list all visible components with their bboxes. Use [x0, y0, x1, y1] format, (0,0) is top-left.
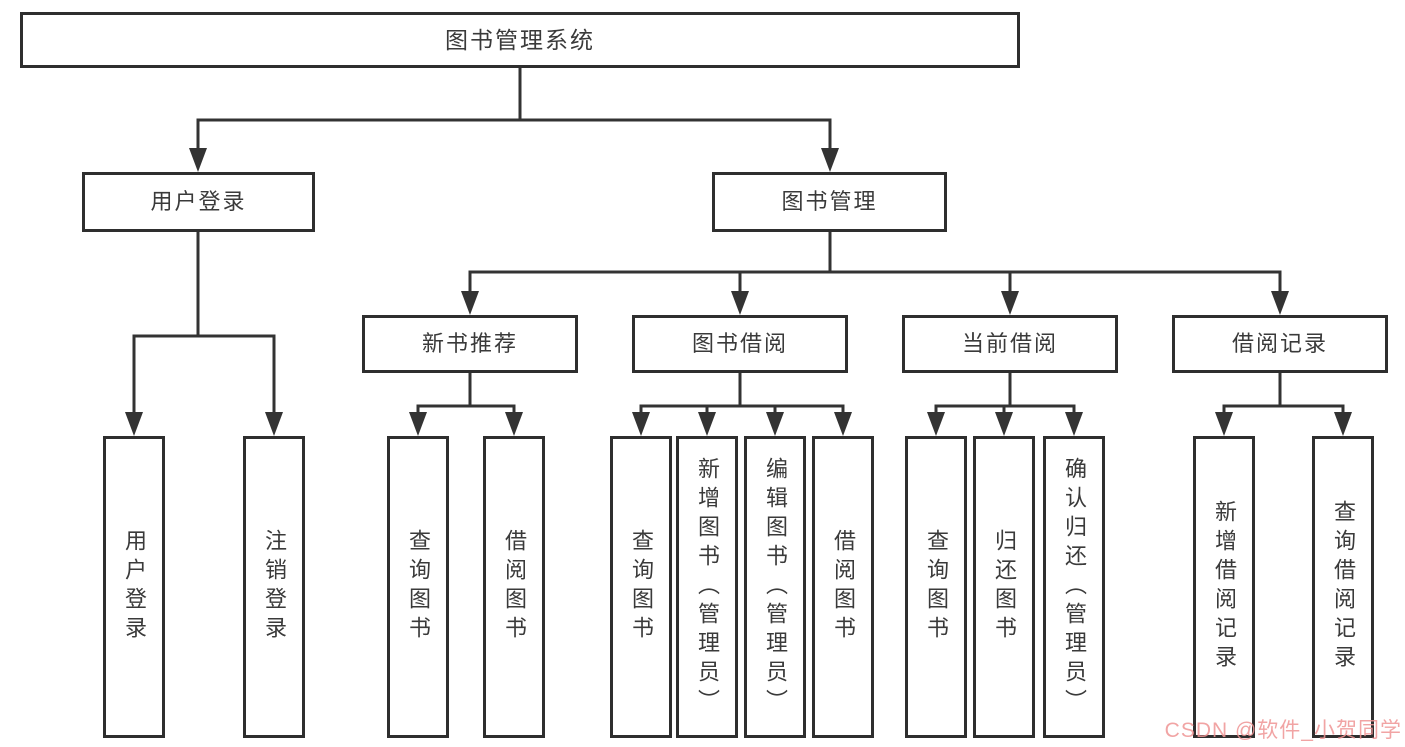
node-book-management: 图书管理: [712, 172, 947, 232]
connector-userlogin-to-leaves: [125, 230, 283, 436]
leaf-return-books: 归还图书: [973, 436, 1035, 738]
leaf-query-books-recommend: 查询图书: [387, 436, 449, 738]
leaf-logout: 注销登录: [243, 436, 305, 738]
leaf-query-borrow-record: 查询借阅记录: [1312, 436, 1374, 738]
leaf-add-borrow-record: 新增借阅记录: [1193, 436, 1255, 738]
connector-current-to-leaves: [927, 371, 1083, 436]
node-current-borrowing: 当前借阅: [902, 315, 1118, 373]
leaf-user-login: 用户登录: [103, 436, 165, 738]
node-user-login: 用户登录: [82, 172, 315, 232]
connector-borrowing-to-leaves: [632, 371, 852, 436]
leaf-borrow-books: 借阅图书: [812, 436, 874, 738]
node-new-book-recommend: 新书推荐: [362, 315, 578, 373]
node-root-system: 图书管理系统: [20, 12, 1020, 68]
node-borrowing-records: 借阅记录: [1172, 315, 1388, 373]
leaf-edit-books-admin: 编辑图书（管理员）: [744, 436, 806, 738]
connector-records-to-leaves: [1215, 371, 1352, 436]
leaf-borrow-books-recommend: 借阅图书: [483, 436, 545, 738]
leaf-confirm-return-admin: 确认归还（管理员）: [1043, 436, 1105, 738]
leaf-query-books-current: 查询图书: [905, 436, 967, 738]
connector-newbook-to-leaves: [409, 371, 523, 436]
node-book-borrowing: 图书借阅: [632, 315, 848, 373]
leaf-query-books-borrowing: 查询图书: [610, 436, 672, 738]
csdn-watermark: CSDN @软件_小贺同学: [1164, 719, 1402, 742]
leaf-add-books-admin: 新增图书（管理员）: [676, 436, 738, 738]
connector-root-to-level2: [189, 66, 839, 172]
connector-bookmgmt-to-level3: [461, 230, 1289, 315]
